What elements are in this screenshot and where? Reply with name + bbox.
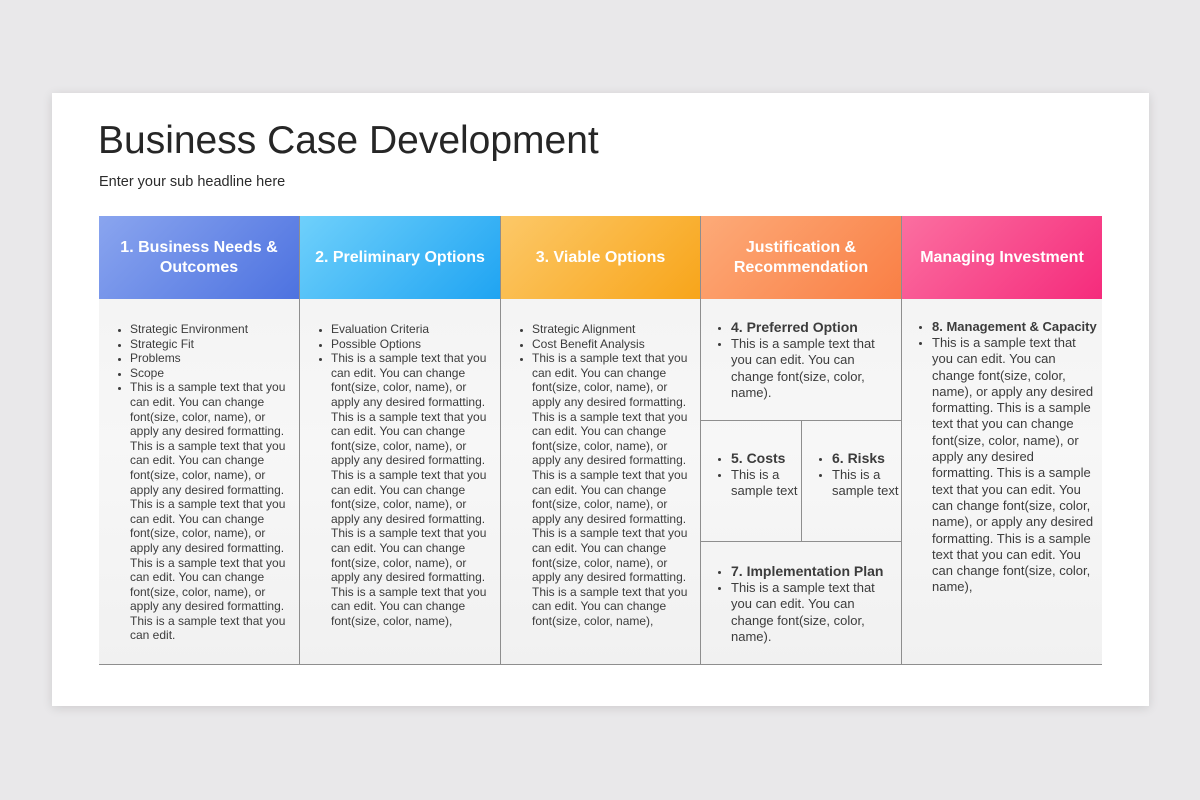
list-item[interactable]: This is a sample text that you can edit.… <box>130 380 295 643</box>
bullet-list: Strategic Alignment Cost Benefit Analysi… <box>501 322 696 628</box>
column-5-content: 8. Management & Capacity This is a sampl… <box>902 319 1098 596</box>
list-item[interactable]: Strategic Environment <box>130 322 295 337</box>
list-item[interactable]: Scope <box>130 366 295 381</box>
list-item[interactable]: Strategic Alignment <box>532 322 696 337</box>
list-item[interactable]: Possible Options <box>331 337 496 352</box>
costs-cell: 5. Costs This is a sample text <box>701 450 799 500</box>
costs-text[interactable]: This is a sample text <box>731 467 799 500</box>
implementation-plan-cell: 7. Implementation Plan This is a sample … <box>701 563 897 645</box>
risks-text[interactable]: This is a sample text <box>832 467 899 500</box>
list-item[interactable]: This is a sample text that you can edit.… <box>532 351 696 628</box>
header-justification[interactable]: Justification & Recommendation <box>701 216 901 299</box>
risks-title[interactable]: 6. Risks <box>832 450 899 467</box>
bullet-list: 4. Preferred Option This is a sample tex… <box>701 319 897 401</box>
header-viable-options[interactable]: 3. Viable Options <box>501 216 700 299</box>
column-divider <box>700 216 701 664</box>
list-item[interactable]: Strategic Fit <box>130 337 295 352</box>
header-managing-investment[interactable]: Managing Investment <box>902 216 1102 299</box>
column-divider <box>901 216 902 664</box>
preferred-option-cell: 4. Preferred Option This is a sample tex… <box>701 319 897 401</box>
list-item[interactable]: This is a sample text that you can edit.… <box>331 351 496 628</box>
risks-cell: 6. Risks This is a sample text <box>802 450 899 500</box>
slide: Business Case Development Enter your sub… <box>52 93 1149 706</box>
costs-title[interactable]: 5. Costs <box>731 450 799 467</box>
preferred-option-title[interactable]: 4. Preferred Option <box>731 319 897 336</box>
bullet-list: 5. Costs This is a sample text <box>701 450 799 500</box>
list-item[interactable]: Cost Benefit Analysis <box>532 337 696 352</box>
table-body <box>99 299 1102 664</box>
header-preliminary-options[interactable]: 2. Preliminary Options <box>300 216 500 299</box>
bullet-list: Strategic Environment Strategic Fit Prob… <box>99 322 295 643</box>
bullet-list: Evaluation Criteria Possible Options Thi… <box>300 322 496 628</box>
cell-divider <box>801 421 802 542</box>
bullet-list: 6. Risks This is a sample text <box>802 450 899 500</box>
preferred-option-text[interactable]: This is a sample text that you can edit.… <box>731 336 897 401</box>
column-divider <box>299 216 300 664</box>
header-business-needs[interactable]: 1. Business Needs & Outcomes <box>99 216 299 299</box>
bullet-list: 8. Management & Capacity This is a sampl… <box>902 319 1098 596</box>
row-divider <box>701 541 901 542</box>
implementation-plan-text[interactable]: This is a sample text that you can edit.… <box>731 580 897 645</box>
list-item[interactable]: Problems <box>130 351 295 366</box>
row-divider <box>701 420 901 421</box>
column-divider <box>500 216 501 664</box>
column-3-content: Strategic Alignment Cost Benefit Analysi… <box>501 322 696 628</box>
column-2-content: Evaluation Criteria Possible Options Thi… <box>300 322 496 628</box>
bullet-list: 7. Implementation Plan This is a sample … <box>701 563 897 645</box>
slide-title[interactable]: Business Case Development <box>98 119 599 162</box>
slide-subtitle[interactable]: Enter your sub headline here <box>99 174 286 190</box>
business-case-table: 1. Business Needs & Outcomes 2. Prelimin… <box>99 216 1102 665</box>
management-capacity-title[interactable]: 8. Management & Capacity <box>932 319 1098 335</box>
list-item[interactable]: Evaluation Criteria <box>331 322 496 337</box>
implementation-plan-title[interactable]: 7. Implementation Plan <box>731 563 897 580</box>
column-1-content: Strategic Environment Strategic Fit Prob… <box>99 322 295 643</box>
management-capacity-text[interactable]: This is a sample text that you can edit.… <box>932 335 1098 596</box>
